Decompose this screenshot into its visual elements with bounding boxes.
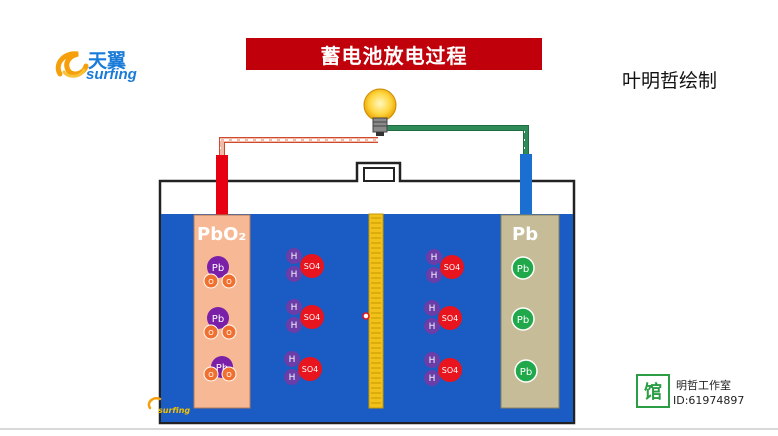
so4-label: SO4: [442, 366, 458, 375]
so4-label: SO4: [304, 262, 320, 271]
h2so4-molecule: H H SO4: [424, 300, 462, 334]
h-atom-label: H: [291, 252, 298, 262]
so4-label: SO4: [444, 263, 460, 272]
pb-atom: Pb: [511, 307, 535, 331]
h-atom-label: H: [291, 321, 298, 331]
h-atom-label: H: [291, 270, 298, 280]
o-atom-label: O: [208, 329, 214, 337]
h-atom-label: H: [429, 356, 436, 366]
pb-atom-label: Pb: [212, 263, 224, 274]
so4-label: SO4: [304, 313, 320, 322]
light-bulb-icon: [363, 88, 397, 136]
h2so4-molecule: H H SO4: [286, 299, 324, 333]
positive-plate-label: PbO₂: [197, 224, 246, 245]
small-surfing-logo: surfing: [147, 397, 190, 415]
negative-wire: [382, 125, 529, 156]
o-atom-label: O: [226, 329, 232, 337]
h2so4-molecule: H H SO4: [424, 352, 462, 386]
h-atom-label: H: [431, 271, 438, 281]
pbo2-molecule: Pb O O: [203, 256, 237, 289]
logo-brand-en: surfing: [86, 66, 137, 83]
pb-atom: Pb: [511, 256, 535, 280]
page-title: 蓄电池放电过程: [246, 38, 542, 70]
studio-id: ID:61974897: [673, 394, 745, 407]
pb-atom-label: Pb: [216, 363, 228, 374]
h-atom-label: H: [431, 253, 438, 263]
h-atom-label: H: [429, 374, 436, 384]
so4-label: SO4: [302, 365, 318, 374]
separator-grid: [368, 213, 384, 409]
o-atom-label: O: [226, 278, 232, 286]
tianyi-swirl-icon: [55, 51, 89, 78]
ion-marker: [362, 312, 370, 320]
h-atom-label: H: [429, 322, 436, 332]
o-atom-label: O: [226, 371, 232, 379]
h-atom-label: H: [429, 304, 436, 314]
studio-badge-icon: 馆: [636, 374, 670, 408]
o-atom-label: O: [208, 371, 214, 379]
pb-atom: Pb: [514, 359, 538, 383]
footer-divider: [0, 428, 778, 430]
pb-atom-label: Pb: [520, 367, 532, 378]
h-atom-label: H: [291, 303, 298, 313]
pb-atom-label: Pb: [212, 314, 224, 325]
h-atom-label: H: [289, 355, 296, 365]
o-atom-label: O: [208, 278, 214, 286]
studio-name: 明哲工作室: [676, 379, 731, 392]
h2so4-molecule: H H SO4: [286, 248, 324, 282]
small-logo-text: surfing: [158, 406, 190, 415]
author-credit: 叶明哲绘制: [622, 70, 718, 92]
negative-terminal: [520, 154, 532, 215]
negative-plate-label: Pb: [512, 224, 538, 245]
pb-atom-label: Pb: [517, 264, 529, 275]
h-atom-label: H: [289, 373, 296, 383]
h2so4-molecule: H H SO4: [426, 249, 464, 283]
tianyi-logo: 天翼 surfing: [50, 44, 150, 86]
positive-wire: [219, 137, 378, 158]
vent-cap: [363, 167, 395, 182]
pbo2-molecule: Pb O O: [203, 307, 237, 340]
h2so4-molecule: H H SO4: [284, 351, 322, 385]
pbo2-molecule: Pb O O: [203, 356, 237, 382]
logo-brand-cn: 天翼: [88, 51, 127, 72]
pb-atom-label: Pb: [517, 315, 529, 326]
so4-label: SO4: [442, 314, 458, 323]
positive-terminal: [216, 155, 228, 215]
